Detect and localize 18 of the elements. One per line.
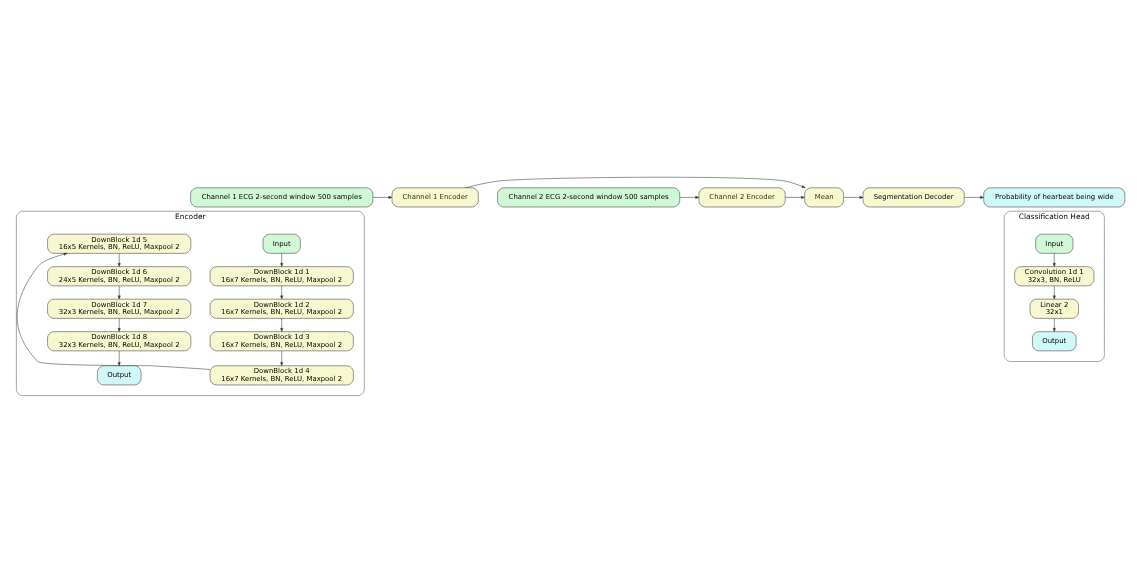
- arrow: [117, 253, 121, 267]
- arrow: [280, 318, 284, 332]
- arrow: [280, 253, 284, 267]
- arrow: [16, 252, 211, 370]
- arrow: [465, 176, 806, 189]
- arrow: [843, 196, 864, 199]
- arrow: [117, 285, 121, 300]
- arrow: [117, 350, 121, 366]
- arrow: [964, 196, 984, 199]
- arrow: [679, 196, 700, 199]
- arrow: [372, 196, 393, 199]
- arrow: [1052, 253, 1056, 267]
- arrow: [280, 285, 284, 300]
- arrow: [1052, 318, 1056, 332]
- arrow: [785, 196, 805, 199]
- arrow: [117, 318, 121, 332]
- arrow: [1052, 285, 1056, 300]
- arrow: [280, 350, 284, 366]
